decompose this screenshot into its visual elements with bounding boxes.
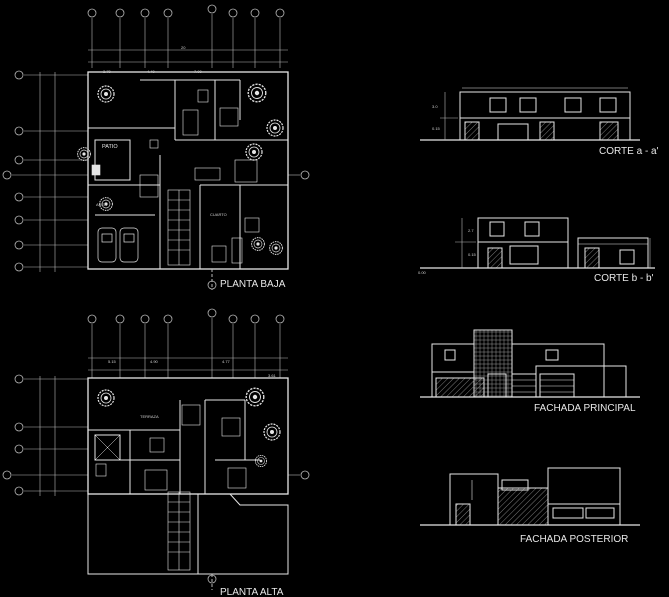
plan-upper-title: PLANTA ALTA: [220, 587, 284, 597]
dim-text: 20: [181, 45, 186, 50]
room-tag: CUARTO: [210, 212, 227, 217]
dim-text: 4.77: [222, 359, 231, 364]
grid-bubbles-top: [87, 4, 288, 68]
facade-front: [420, 329, 640, 398]
room-tag: AREA: [96, 202, 107, 207]
room-patio-label: PATIO: [102, 144, 118, 150]
section-a: [420, 87, 640, 141]
dim-text: 4.90: [150, 359, 159, 364]
level-tag: 0.15: [432, 126, 441, 131]
level-tag: 0.00: [418, 270, 427, 275]
facade-rear: [420, 467, 640, 526]
ground-floor-plan: [2, 4, 310, 290]
dim-text: 7.00: [194, 69, 203, 74]
stair-ground: [167, 109, 199, 266]
facade-front-title: FACHADA PRINCIPAL: [534, 403, 636, 414]
level-tag: 3.0: [432, 104, 438, 109]
room-tag: TERRAZA: [140, 414, 159, 419]
plan-ground-title: PLANTA BAJA: [220, 279, 286, 290]
level-tag: 0.15: [468, 252, 477, 257]
facade-rear-title: FACHADA POSTERIOR: [520, 534, 628, 545]
grid-bubbles-left: [2, 70, 88, 272]
section-b-title: CORTE b - b': [594, 273, 654, 284]
upper-floor-plan: [2, 308, 310, 590]
level-tag: 2.7: [468, 228, 474, 233]
garage-cars: [97, 227, 139, 263]
dim-text: 3.61: [268, 373, 277, 378]
dim-text: 3.70: [103, 69, 112, 74]
dim-text: 4.40: [147, 69, 156, 74]
section-a-title: CORTE a - a': [599, 146, 659, 157]
section-b: [420, 217, 655, 269]
dim-text: 5.15: [108, 359, 117, 364]
